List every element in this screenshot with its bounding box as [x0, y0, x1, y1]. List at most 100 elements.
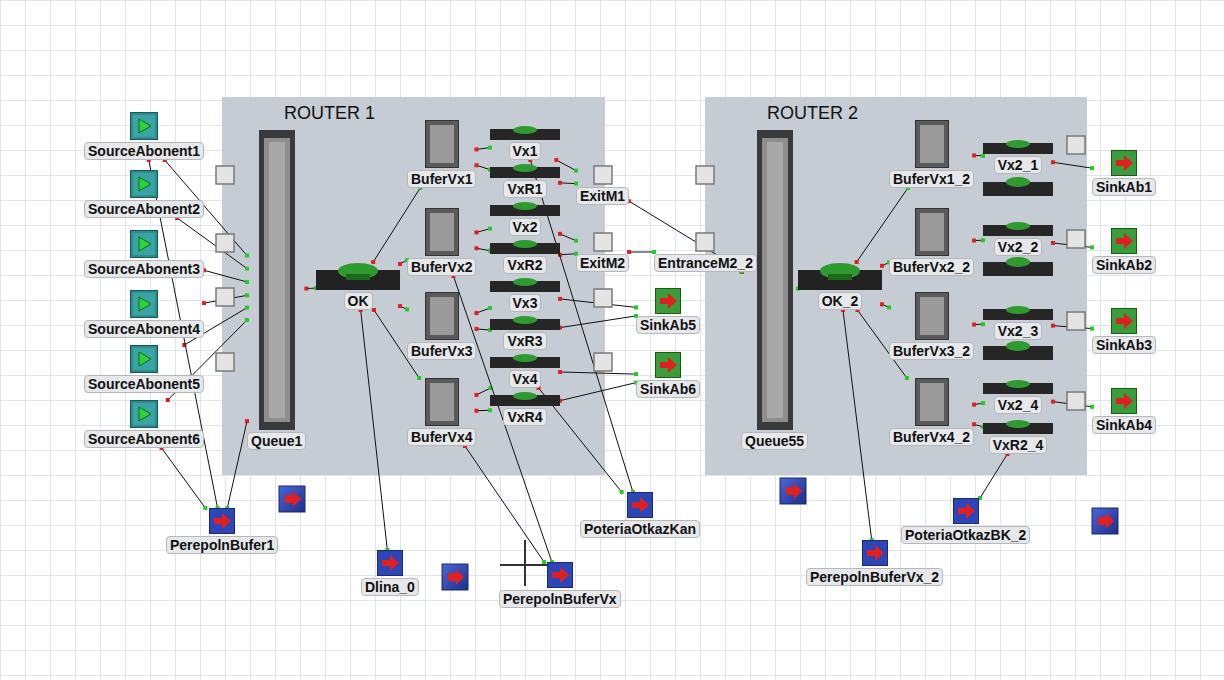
port-dot	[627, 250, 631, 254]
port-dot	[488, 146, 492, 150]
crosshair	[500, 540, 550, 586]
object-label: EntranceM2_2	[654, 254, 757, 272]
object-label: Queue55	[741, 432, 808, 450]
proc-icon	[490, 316, 560, 330]
buf-icon	[915, 120, 949, 168]
object-icon	[1111, 228, 1137, 254]
object-icon	[130, 290, 158, 318]
proc-icon	[490, 164, 560, 178]
okproc-icon	[798, 262, 882, 290]
object-label: Vx1	[509, 142, 542, 160]
port-dot	[474, 311, 478, 315]
object-icon	[983, 222, 1053, 236]
model-object: Vx4	[490, 354, 560, 388]
port-dot	[488, 408, 492, 412]
connector	[162, 448, 206, 508]
model-object: BuferVx1	[407, 120, 476, 188]
object-icon	[915, 292, 949, 340]
connector	[476, 410, 490, 411]
port-dot	[304, 287, 308, 291]
object-icon	[377, 550, 403, 576]
object-label: SinkAb5	[636, 316, 700, 334]
object-icon	[490, 164, 560, 178]
connector	[560, 234, 576, 241]
port-dot	[574, 182, 578, 186]
port-dot	[880, 264, 884, 268]
buf-icon	[425, 292, 459, 340]
unnamed-sink	[279, 478, 1118, 590]
proc-icon	[490, 278, 560, 292]
object-label: VxR2_4	[989, 436, 1048, 454]
src-icon	[130, 290, 158, 318]
object-icon	[490, 354, 560, 368]
connector	[465, 446, 544, 562]
connector	[980, 454, 1007, 498]
port-dot	[542, 560, 546, 564]
model-object: Vx2_2	[983, 222, 1053, 256]
port-dot	[981, 401, 985, 405]
object-label: Vx2_2	[994, 238, 1042, 256]
port-dot	[474, 393, 478, 397]
port-dot	[474, 409, 478, 413]
model-object: SourceAbonent2	[84, 170, 204, 218]
object-label: SourceAbonent3	[84, 260, 204, 278]
connector	[560, 254, 576, 255]
port-dot	[245, 293, 249, 297]
port-dot	[488, 306, 492, 310]
src-icon	[130, 170, 158, 198]
connector	[476, 388, 490, 395]
proc-icon	[490, 240, 560, 254]
object-icon	[425, 120, 459, 168]
sinkG-icon	[1111, 388, 1137, 414]
object-label: BuferVx1_2	[889, 170, 974, 188]
connector	[560, 383, 636, 401]
model-object: PoteriaOtkazBK_2	[901, 498, 1030, 544]
model-object: SinkAb6	[636, 352, 700, 398]
panel-title: ROUTER 2	[767, 103, 858, 124]
port-dot	[558, 297, 562, 301]
object-icon	[259, 130, 295, 430]
object-label: Vx2_3	[994, 322, 1042, 340]
proc-icon	[983, 222, 1053, 236]
sinkB-icon	[627, 492, 653, 518]
model-object: SinkAb5	[636, 288, 700, 334]
object-icon	[425, 208, 459, 256]
port-dot	[245, 306, 249, 310]
model-object: ExitM2	[576, 232, 629, 272]
router-panel-fill	[222, 97, 605, 475]
model-object: BuferVx2_2	[889, 208, 974, 276]
object-label: SourceAbonent6	[84, 430, 204, 448]
object-label: SourceAbonent5	[84, 375, 204, 393]
object-label: PerepolnBuferVx	[499, 590, 621, 608]
object-icon	[593, 165, 613, 185]
connector	[560, 182, 576, 184]
object-icon	[547, 562, 573, 588]
model-object: PoteriaOtkazKan	[580, 492, 700, 538]
port-dot	[981, 238, 985, 242]
port-dot	[880, 302, 884, 306]
object-icon	[425, 292, 459, 340]
sinkG-icon	[655, 288, 681, 314]
model-object: SourceAbonent4	[84, 290, 204, 338]
port-dot	[166, 398, 170, 402]
object-label: Vx3	[509, 294, 542, 312]
comb-icon	[593, 232, 613, 252]
object-icon	[130, 400, 158, 428]
connector	[843, 310, 872, 540]
model-object: Vx1	[490, 126, 560, 160]
port-dot	[972, 153, 976, 157]
object-label: BuferVx4_2	[889, 428, 974, 446]
port-dot	[1051, 241, 1055, 245]
model-object: SinkAb4	[1092, 388, 1156, 434]
object-icon	[490, 240, 560, 254]
port-dot	[972, 239, 976, 243]
object-label: PoteriaOtkazKan	[580, 520, 700, 538]
proc-icon	[983, 306, 1053, 320]
model-object: BuferVx2	[407, 208, 476, 276]
object-icon	[983, 306, 1053, 320]
object-label: Vx2_1	[994, 156, 1042, 174]
object-label: BuferVx2_2	[889, 258, 974, 276]
sinkG-icon	[1111, 308, 1137, 334]
proc-icon	[490, 202, 560, 216]
